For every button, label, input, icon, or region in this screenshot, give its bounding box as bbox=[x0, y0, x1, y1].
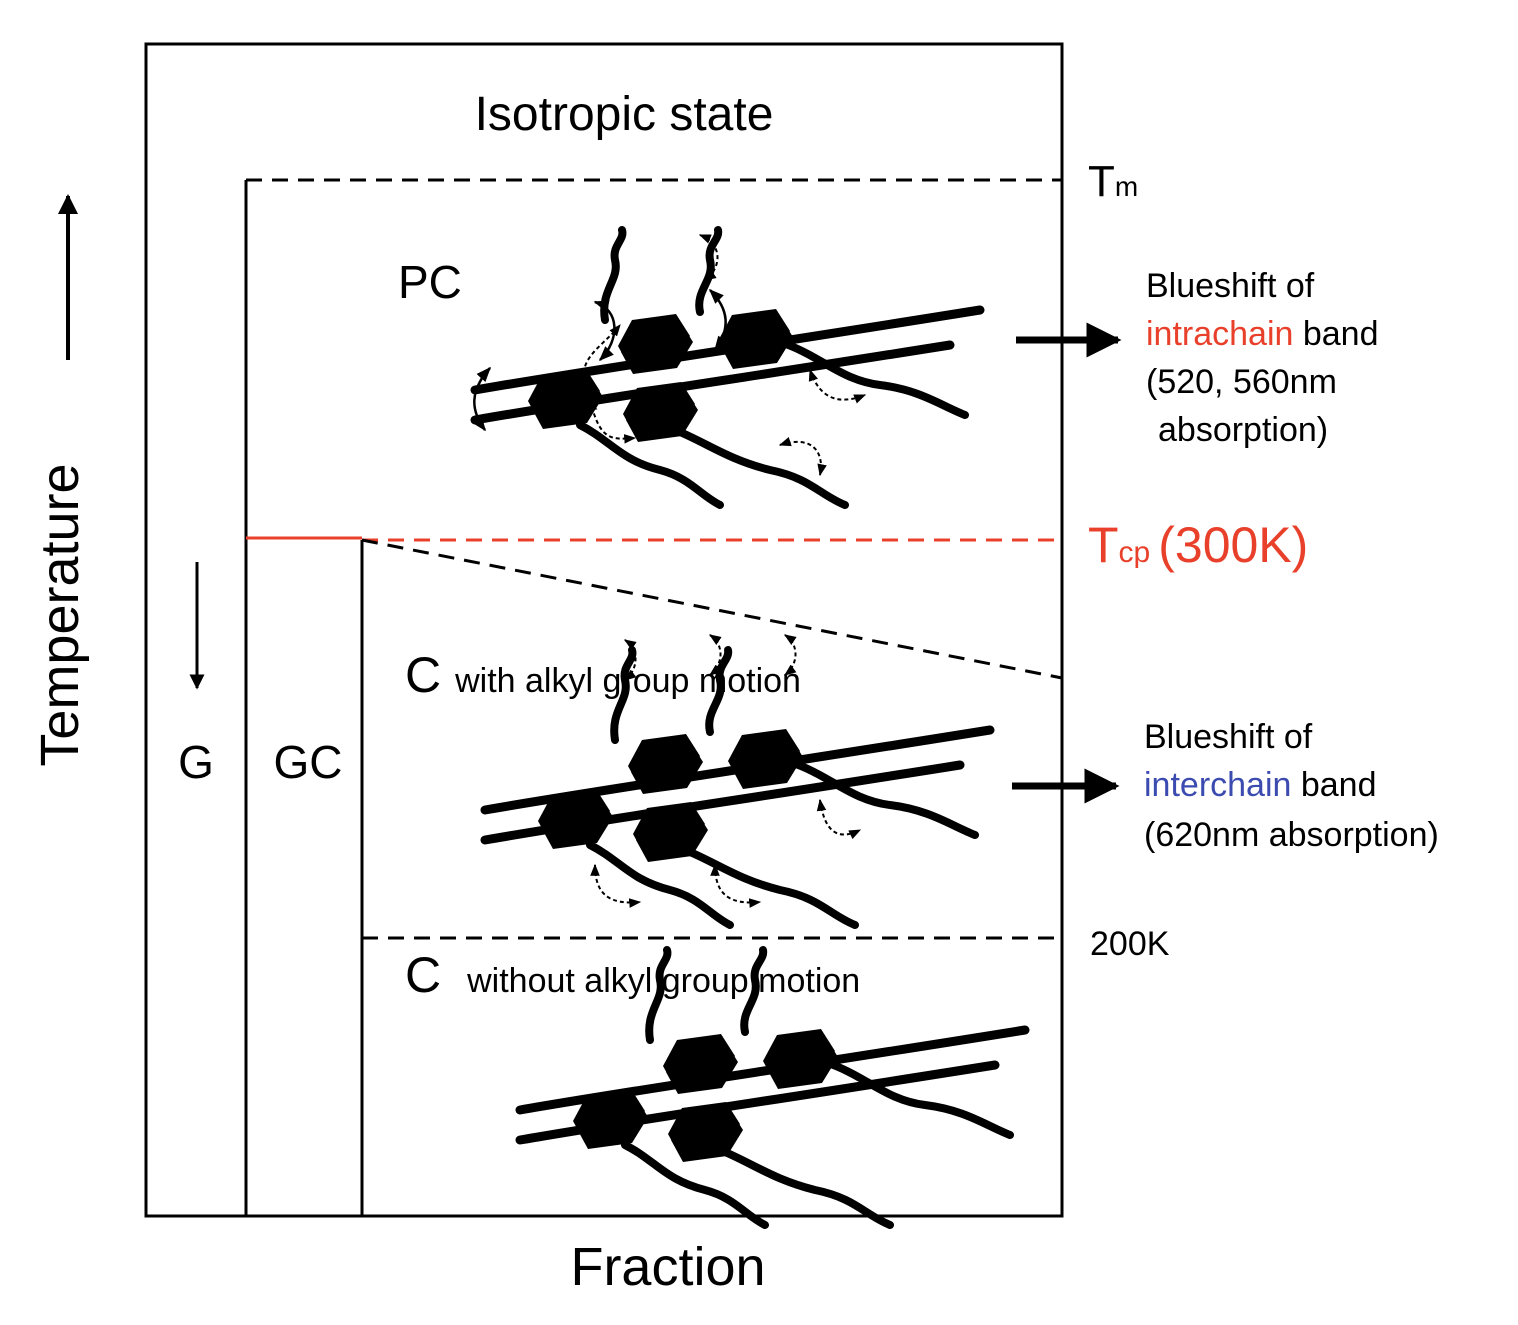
pc-label: PC bbox=[398, 256, 462, 308]
crystal-slope-line bbox=[361, 538, 1063, 680]
intrachain-annotation: Blueshift of intrachain band (520, 560nm… bbox=[1146, 267, 1388, 449]
tm-label: Tm bbox=[1088, 157, 1138, 206]
x-axis-label: Fraction bbox=[570, 1237, 765, 1297]
isotropic-label: Isotropic state bbox=[475, 88, 774, 141]
curved-double-arrow-icon bbox=[590, 634, 862, 908]
phase-boundaries bbox=[144, 42, 1064, 1218]
k200-label: 200K bbox=[1090, 925, 1170, 963]
interchain-annotation: Blueshift of interchain band (620nm abso… bbox=[1144, 718, 1439, 854]
g-label: G bbox=[178, 736, 214, 788]
pc-molecule bbox=[474, 230, 980, 505]
tcp-label: Tcp(300K) bbox=[1088, 517, 1308, 573]
c-alkyl-molecule bbox=[485, 634, 990, 925]
outer-frame bbox=[144, 42, 1064, 1218]
gc-label: GC bbox=[274, 736, 343, 788]
y-axis-label: Temperature bbox=[30, 463, 90, 766]
